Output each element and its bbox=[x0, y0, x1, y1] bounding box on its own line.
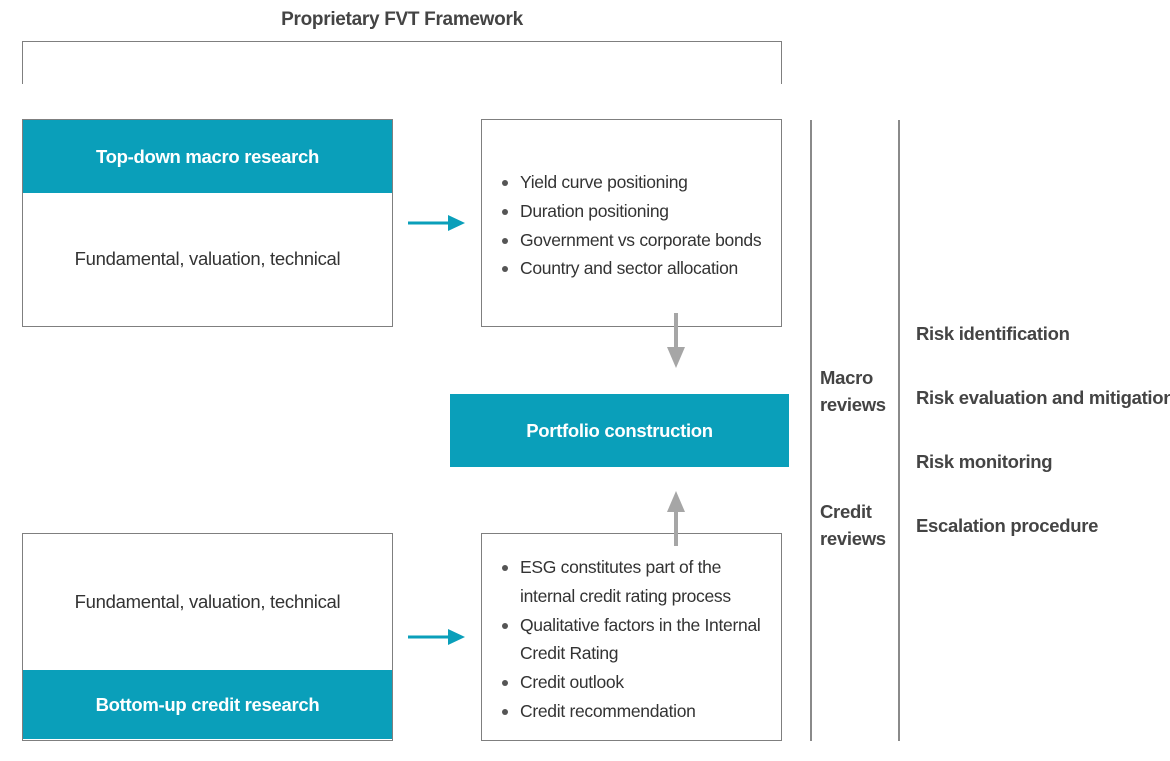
escalation-procedure-label: Escalation procedure bbox=[916, 515, 1099, 536]
arrow-right-top bbox=[408, 215, 465, 231]
arrow-up bbox=[667, 491, 685, 546]
risk-identification-label: Risk identification bbox=[916, 323, 1070, 344]
list-item: Duration positioning bbox=[500, 197, 781, 226]
credit-reviews-label: Credit reviews bbox=[820, 501, 886, 549]
top-down-research-box: Top-down macro research Fundamental, val… bbox=[22, 119, 393, 327]
list-item: Government vs corporate bonds bbox=[500, 226, 781, 255]
bottom-up-research-body: Fundamental, valuation, technical bbox=[74, 591, 341, 612]
list-item: Credit recommendation bbox=[500, 697, 769, 726]
framework-bracket bbox=[22, 41, 782, 84]
list-item: Yield curve positioning bbox=[500, 168, 781, 197]
framework-title: Proprietary FVT Framework bbox=[281, 9, 523, 30]
risk-monitoring-label: Risk monitoring bbox=[916, 451, 1053, 472]
macro-reviews-label: Macro reviews bbox=[820, 367, 886, 415]
arrow-right-bottom bbox=[408, 629, 465, 645]
top-down-outputs-list: Yield curve positioning Duration positio… bbox=[500, 168, 781, 283]
reviews-divider-right bbox=[898, 120, 900, 741]
bottom-up-outputs-list: ESG constitutes part of the internal cre… bbox=[500, 553, 769, 726]
portfolio-construction-box: Portfolio construction bbox=[450, 394, 789, 467]
list-item: Qualitative factors in the Internal Cred… bbox=[500, 611, 769, 669]
list-item: Credit outlook bbox=[500, 668, 769, 697]
list-item: Country and sector allocation bbox=[500, 254, 781, 283]
top-down-research-header: Top-down macro research bbox=[23, 120, 392, 193]
top-down-outputs-box: Yield curve positioning Duration positio… bbox=[481, 119, 782, 327]
top-down-research-body: Fundamental, valuation, technical bbox=[74, 248, 341, 269]
arrow-down bbox=[667, 313, 685, 368]
list-item: ESG constitutes part of the internal cre… bbox=[500, 553, 769, 611]
reviews-divider-left bbox=[810, 120, 812, 741]
bottom-up-research-box: Fundamental, valuation, technical Bottom… bbox=[22, 533, 393, 741]
risk-evaluation-label: Risk evaluation and mitigation bbox=[916, 387, 1170, 408]
bottom-up-outputs-box: ESG constitutes part of the internal cre… bbox=[481, 533, 782, 741]
bottom-up-research-header: Bottom-up credit research bbox=[23, 670, 392, 739]
